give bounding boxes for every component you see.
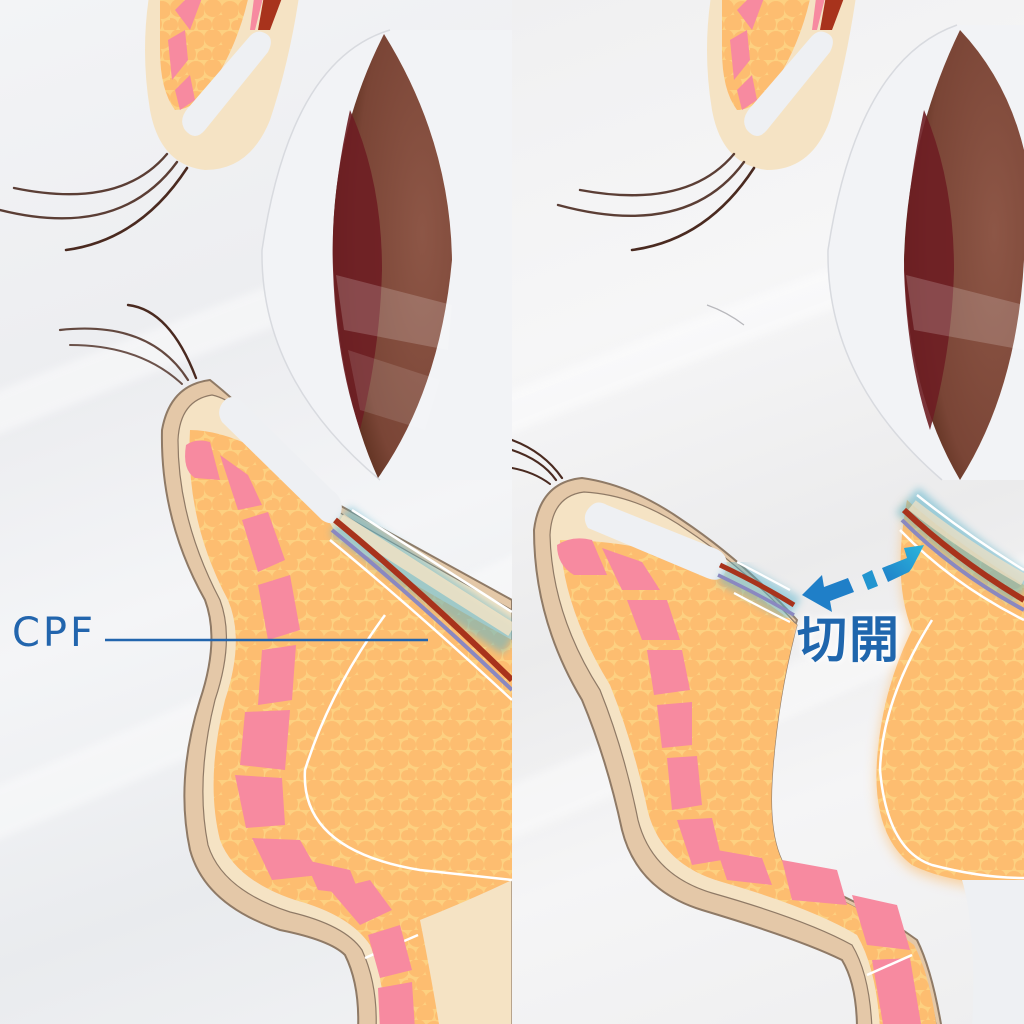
panel-before: CPF [0, 0, 512, 1024]
upper-eyelid [707, 0, 856, 170]
panel-after: 切開 [512, 0, 1024, 1024]
cpf-label: CPF [12, 610, 97, 656]
incision-label: 切開 [797, 611, 901, 669]
lower-eyelid-anterior [532, 476, 942, 1024]
cpf-layer [329, 506, 512, 701]
lower-eyelashes [512, 438, 564, 485]
lower-eyelid [160, 378, 512, 1024]
incision-arrow-icon [802, 545, 924, 612]
eyeball [827, 24, 1024, 481]
upper-eyelashes [0, 152, 189, 252]
eyeball [261, 29, 512, 481]
upper-eyelid [145, 0, 299, 170]
orbicularis-muscle [557, 538, 921, 1024]
eyelid-before-illustration [0, 0, 512, 1024]
orbicularis-muscle [185, 440, 415, 1024]
lower-eyelashes [58, 303, 198, 385]
upper-eyelashes [556, 152, 756, 252]
lower-eyelid-posterior [876, 487, 1024, 1024]
eyelid-after-illustration [512, 0, 1024, 1024]
